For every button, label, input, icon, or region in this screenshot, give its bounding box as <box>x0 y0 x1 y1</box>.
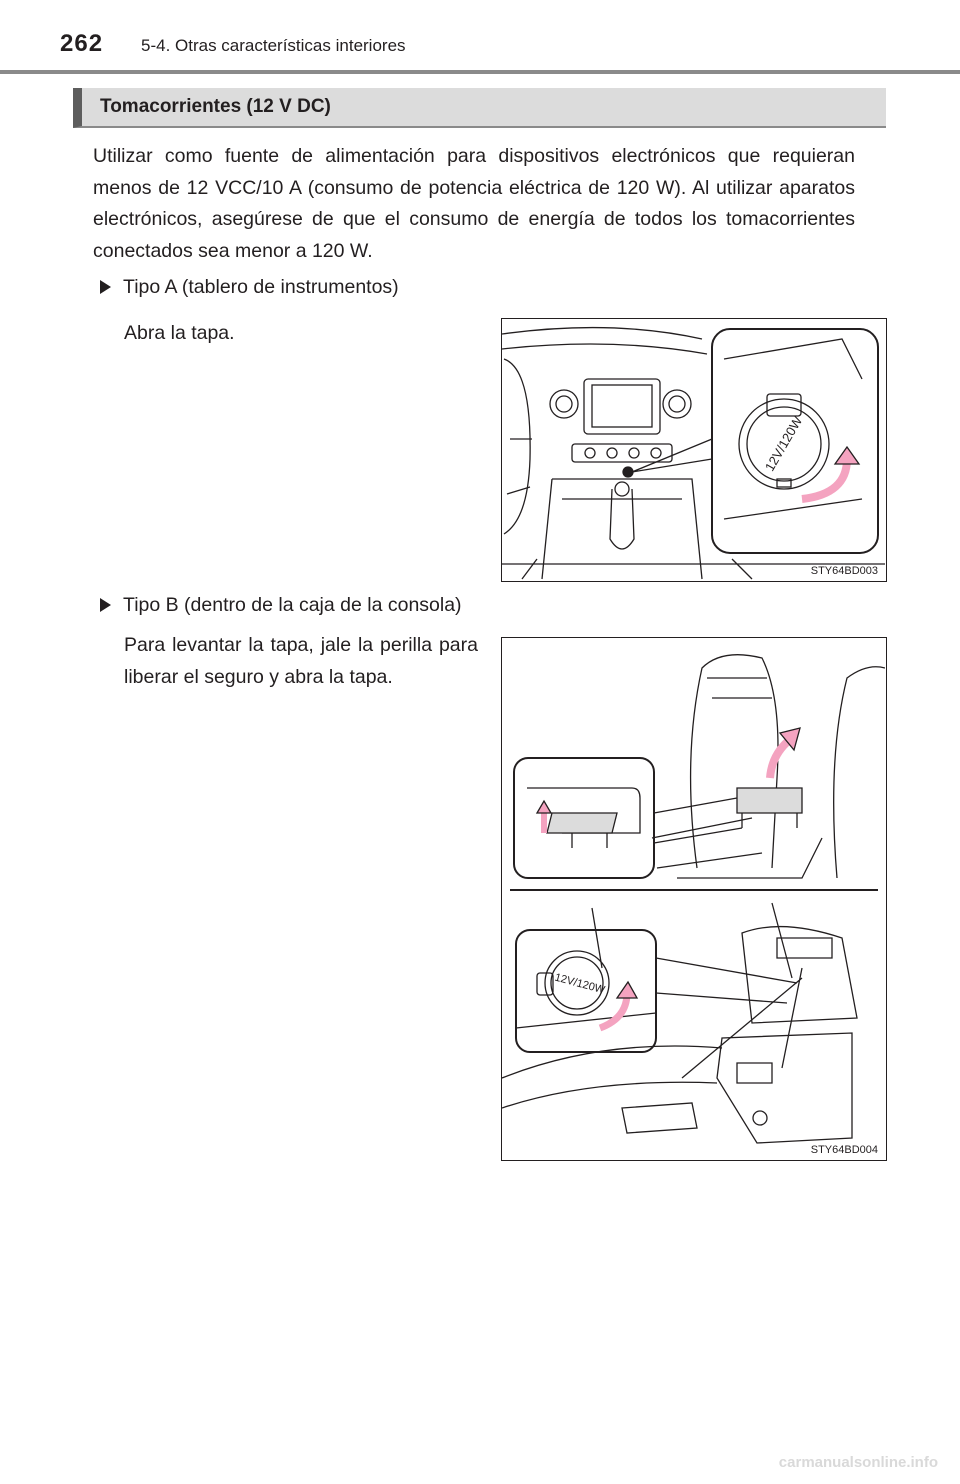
bullet-arrow-icon <box>100 280 111 294</box>
bullet-type-b-label: Tipo B (dentro de la caja de la consola) <box>123 594 462 616</box>
section-title: 5-4. Otras características interiores <box>141 36 406 55</box>
step-type-a: Abra la tapa. <box>124 322 235 344</box>
dashboard-outlet-illustration: 12V/120W <box>502 326 885 580</box>
bullet-type-b: Tipo B (dentro de la caja de la consola) <box>100 594 462 617</box>
step-type-b: Para levantar la tapa, jale la perilla p… <box>124 634 478 688</box>
cap-label-b: 12V/120W <box>553 972 606 997</box>
figure-code-b: STY64BD004 <box>810 1144 878 1156</box>
figure-type-a: 12V/120W STY64BD003 <box>501 318 887 582</box>
cap-label: 12V/120W <box>762 413 806 474</box>
bullet-type-a: Tipo A (tablero de instrumentos) <box>100 276 399 299</box>
heading-bar: Tomacorrientes (12 V DC) <box>73 88 886 128</box>
intro-paragraph: Utilizar como fuente de alimentación par… <box>93 145 855 262</box>
header-rule <box>0 70 960 74</box>
bullet-type-a-label: Tipo A (tablero de instrumentos) <box>123 276 399 298</box>
page-number: 262 <box>60 30 104 57</box>
heading-title: Tomacorrientes (12 V DC) <box>100 96 331 117</box>
console-outlet-illustration: 12V/120W <box>502 654 885 1144</box>
bullet-arrow-icon <box>100 598 111 612</box>
watermark: carmanualsonline.info <box>778 1454 938 1471</box>
figure-code-a: STY64BD003 <box>810 565 878 577</box>
figure-type-b: 12V/120W STY64BD004 <box>501 637 887 1161</box>
